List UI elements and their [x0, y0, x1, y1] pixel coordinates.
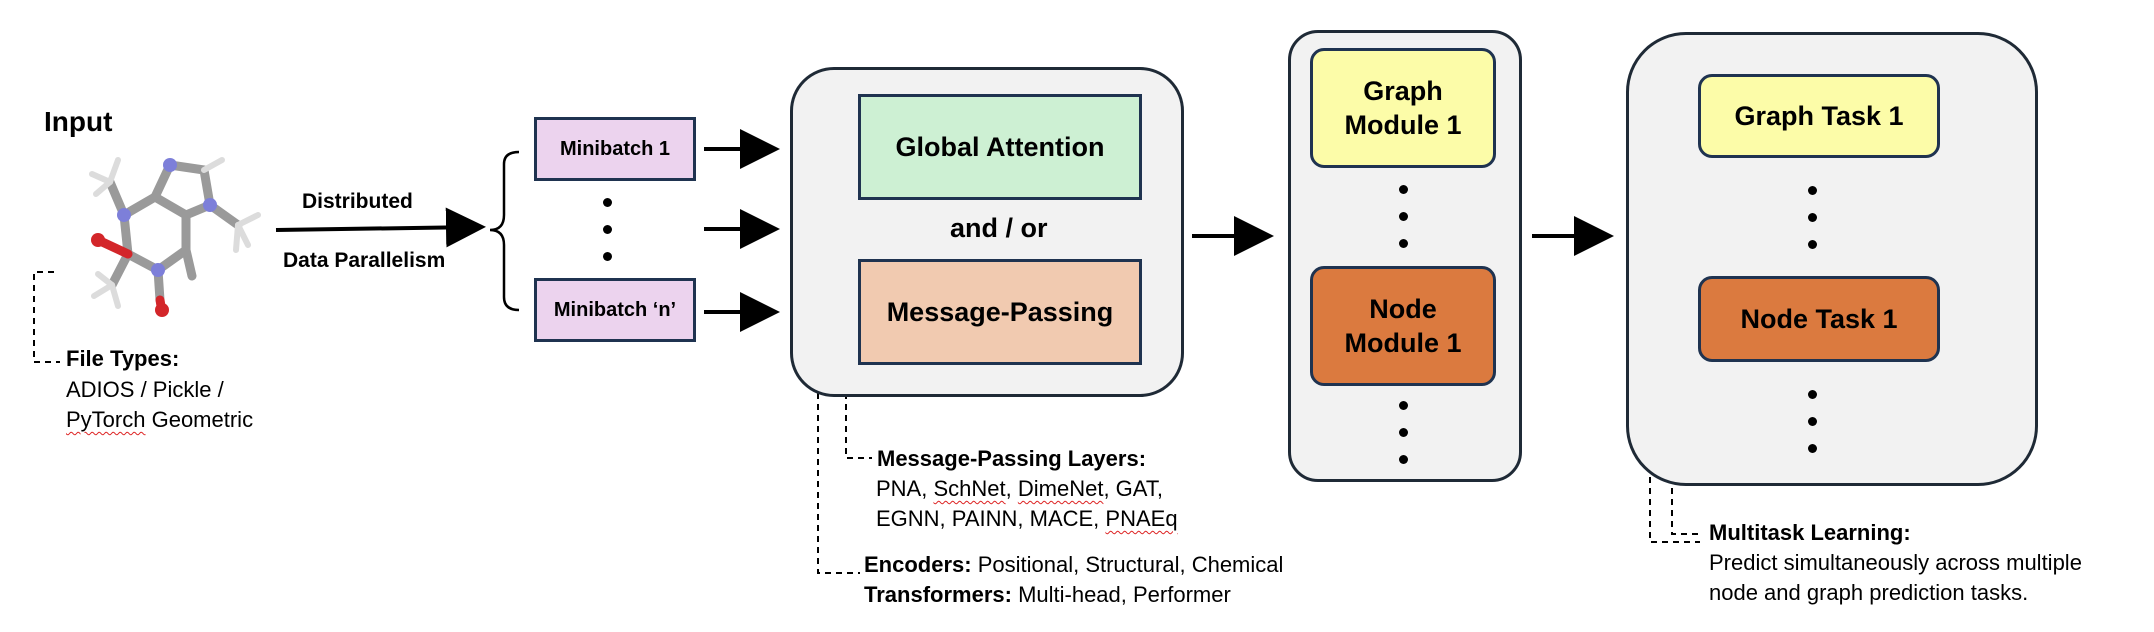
task-ellipsis-dot	[1808, 390, 1817, 399]
mp-layers-title: Message-Passing Layers:	[877, 446, 1147, 471]
mp-layers-line-1: PNA, SchNet, DimeNet, GAT,	[876, 473, 1163, 504]
module-ellipsis-dot	[1399, 455, 1408, 464]
global-attention-box: Global Attention	[858, 94, 1142, 200]
mp-item: DimeNet	[1017, 476, 1104, 501]
node-module-line-2: Module 1	[1344, 328, 1462, 358]
file-types-line-2: PyTorch Geometric	[66, 404, 253, 435]
and-or-label: and / or	[950, 213, 1048, 243]
graph-task-box: Graph Task 1	[1698, 74, 1940, 158]
transformers-label: Transformers:	[864, 582, 1012, 607]
parallelism-arrow	[275, 207, 486, 248]
mp-layers-line-2: EGNN, PAINN, MACE, PNAEq	[876, 503, 1178, 534]
task-ellipsis-dot	[1808, 417, 1817, 426]
pytorch-word: PyTorch	[66, 407, 146, 432]
module-ellipsis-dot	[1399, 185, 1408, 194]
message-passing-box: Message-Passing	[858, 259, 1142, 365]
parallelism-label-1: Distributed	[302, 190, 413, 213]
mp-item: SchNet	[933, 476, 1006, 501]
node-module-line-1: Node	[1369, 294, 1437, 324]
module-ellipsis-dot	[1399, 212, 1408, 221]
encoders-label: Encoders:	[864, 552, 972, 577]
input-title: Input	[44, 106, 113, 137]
minibatch-ellipsis-dot	[603, 252, 612, 261]
mp-item: PNA,	[876, 476, 934, 501]
file-types-line-1: ADIOS / Pickle /	[66, 377, 224, 402]
minibatch-ellipsis-dot	[603, 225, 612, 234]
graph-module-line-1: Graph	[1363, 76, 1443, 106]
module-ellipsis-dot	[1399, 428, 1408, 437]
transformers-text: Multi-head, Performer	[1011, 582, 1231, 607]
parallelism-label-2: Data Parallelism	[283, 249, 446, 272]
node-module-box: Node Module 1	[1310, 266, 1496, 386]
module-ellipsis-dot	[1399, 401, 1408, 410]
molecule-illustration	[89, 157, 261, 317]
multitask-line-2: node and graph prediction tasks.	[1709, 580, 2029, 605]
multitask-title: Multitask Learning:	[1709, 520, 1911, 545]
mp-item: EGNN, PAINN, MACE,	[876, 506, 1106, 531]
minibatch-ellipsis-dot	[603, 198, 612, 207]
task-ellipsis-dot	[1808, 186, 1817, 195]
task-ellipsis-dot	[1808, 213, 1817, 222]
encoders-line: Encoders: Positional, Structural, Chemic…	[864, 549, 1283, 580]
task-ellipsis-dot	[1808, 240, 1817, 249]
module-ellipsis-dot	[1399, 239, 1408, 248]
minibatch-brace	[489, 150, 520, 312]
node-task-box: Node Task 1	[1698, 276, 1940, 362]
mp-item: PNAEq	[1105, 506, 1178, 531]
minibatch-1-box: Minibatch 1	[534, 117, 696, 181]
geometric-word: Geometric	[145, 407, 254, 432]
transformers-line: Transformers: Multi-head, Performer	[864, 579, 1231, 610]
minibatch-n-box: Minibatch ‘n’	[534, 278, 696, 342]
file-types-label: File Types:	[66, 346, 180, 371]
multitask-line-1: Predict simultaneously across multiple	[1709, 550, 2082, 575]
encoders-text: Positional, Structural, Chemical	[971, 552, 1284, 577]
file-types-connector	[33, 271, 60, 363]
task-ellipsis-dot	[1808, 444, 1817, 453]
mp-item: , GAT,	[1103, 476, 1163, 501]
graph-module-box: Graph Module 1	[1310, 48, 1496, 168]
mp-separator: ,	[1005, 476, 1018, 501]
graph-module-line-2: Module 1	[1344, 110, 1462, 140]
